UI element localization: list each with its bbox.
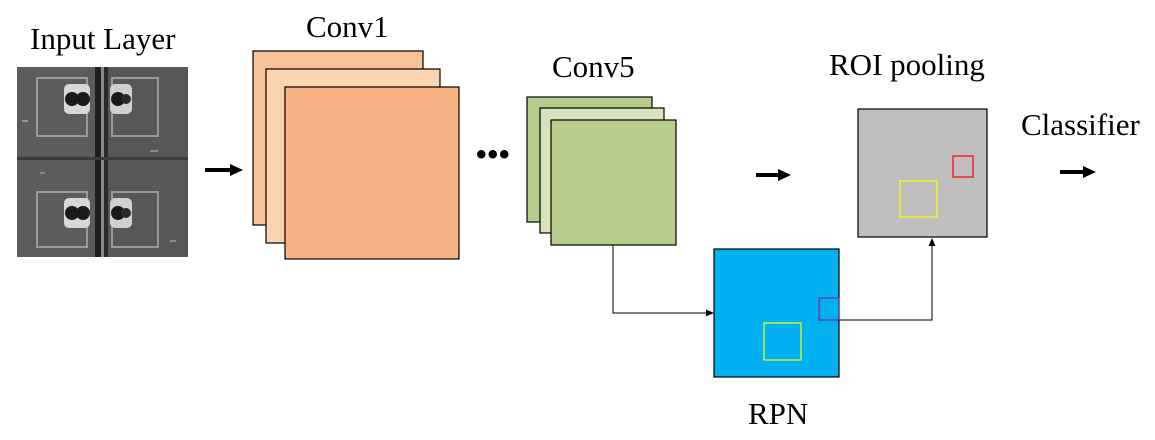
- roi-pooling-map: [857, 108, 988, 238]
- ellipsis-dots: •••: [476, 138, 511, 171]
- input-layer-label: Input Layer: [30, 21, 176, 56]
- input-image: [17, 67, 188, 257]
- rpn-proposal-purple: [818, 297, 840, 321]
- roi-proposal-red: [952, 155, 974, 178]
- connector-conv5-to-rpn: [612, 245, 714, 317]
- conv5-map-front: [550, 119, 677, 246]
- rail-dark-line: [95, 67, 101, 257]
- conv5-label: Conv5: [552, 49, 635, 84]
- conv1-map-front: [284, 86, 460, 260]
- rpn-proposal-yellow: [763, 322, 802, 361]
- arrow-input-to-conv1: [205, 164, 243, 176]
- roi-proposal-yellow: [899, 180, 938, 218]
- conv1-stack: [252, 50, 460, 260]
- roi-map: [857, 108, 988, 238]
- rpn-map: [713, 248, 840, 378]
- connector-rpn-to-roi: [839, 238, 936, 321]
- arrow-conv5-to-roi: [756, 169, 791, 181]
- arrow-roi-to-classifier: [1060, 166, 1096, 178]
- classifier-label: Classifier: [1021, 107, 1140, 142]
- conv1-label: Conv1: [306, 9, 389, 44]
- roi-pooling-label: ROI pooling: [829, 47, 985, 82]
- conv5-stack: [526, 96, 677, 246]
- rpn-label: RPN: [748, 396, 809, 431]
- rpn-square: [713, 248, 840, 378]
